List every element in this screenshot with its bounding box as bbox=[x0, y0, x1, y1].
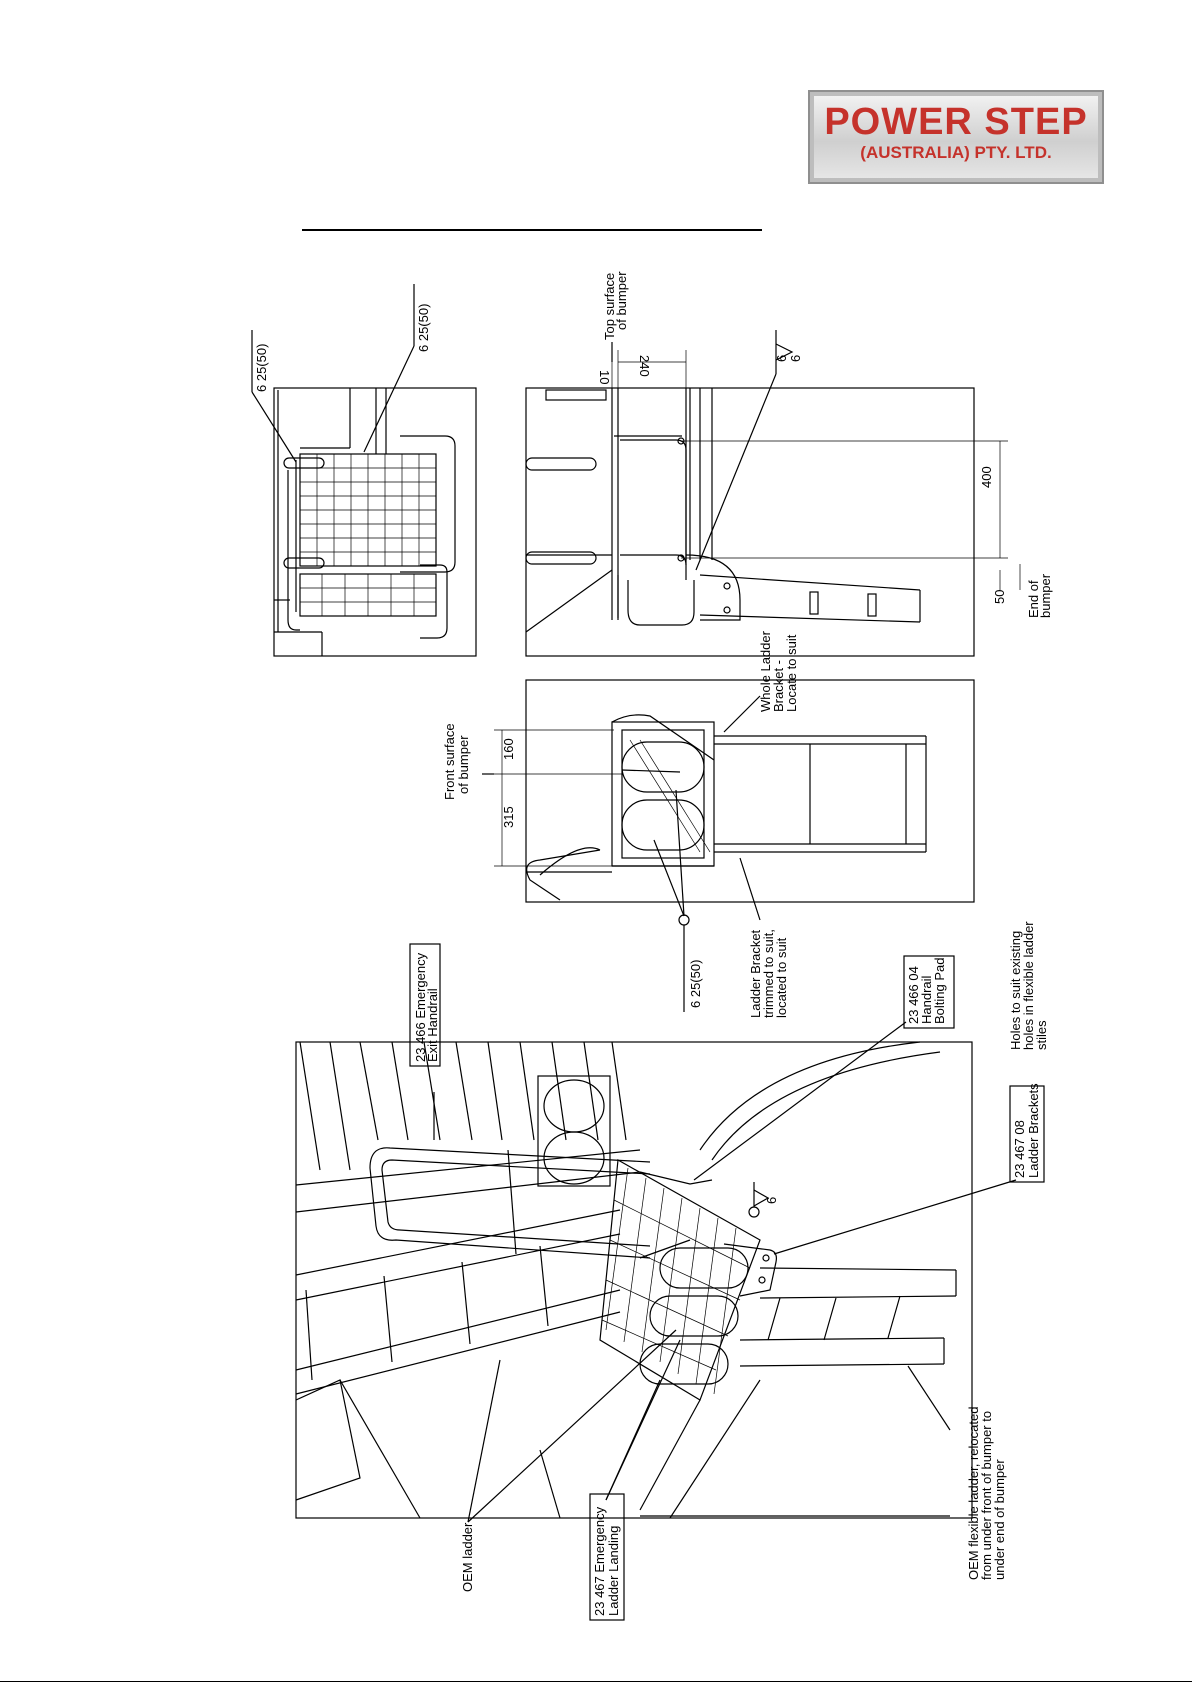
weld-label-top-b: 6 25(50) bbox=[416, 304, 431, 352]
top-surface-line-2: of bumper bbox=[614, 271, 629, 330]
front-surface-line-1: Front surface bbox=[442, 723, 457, 800]
brackets-line-1: 23 467 08 bbox=[1012, 1120, 1027, 1178]
title-underline bbox=[302, 229, 762, 231]
front-surface-note: Front surface of bumper bbox=[442, 723, 494, 800]
weld-side-label-1: 6 bbox=[774, 355, 789, 362]
top-surface-line-1: Top surface bbox=[602, 273, 617, 340]
dim-50-label: 50 bbox=[992, 590, 1007, 604]
whole-bracket-note: Whole Ladder Bracket - Locate to suit bbox=[758, 630, 799, 712]
front-surface-line-2: of bumper bbox=[456, 735, 471, 794]
dim-400-label: 400 bbox=[979, 466, 994, 488]
dimension-160: 160 bbox=[494, 730, 622, 775]
ladder-bracket-line-1: Ladder Bracket bbox=[748, 929, 763, 1018]
handrail-line-1: 23 466 Emergency bbox=[413, 952, 428, 1062]
dim-160-label: 160 bbox=[501, 738, 516, 760]
dimension-315: 315 bbox=[494, 729, 614, 867]
weld-symbol-top-b: 6 25(50) bbox=[413, 284, 431, 352]
page-bottom-rule bbox=[0, 1681, 1192, 1682]
oem-ladder-label: OEM ladder bbox=[460, 1522, 475, 1592]
side-view bbox=[525, 373, 975, 657]
bolting-pad-callout: 23 466 04 Handrail Bolting Pad bbox=[903, 955, 955, 1029]
logo-line-1: POWER STEP bbox=[824, 101, 1088, 143]
brackets-line-2: Ladder Brackets bbox=[1026, 1083, 1041, 1178]
weld-symbol-side-fillet: 6 6 bbox=[774, 330, 803, 374]
whole-bracket-line-1: Whole Ladder bbox=[758, 630, 773, 712]
whole-bracket-line-2: Bracket - bbox=[771, 660, 786, 712]
top-view bbox=[251, 345, 477, 657]
weld-iso-label: 6 bbox=[764, 1197, 779, 1204]
flexible-ladder-note: OEM flexible ladder, relocated from unde… bbox=[640, 1407, 1007, 1580]
end-bumper-line-1: End of bbox=[1026, 580, 1041, 618]
dimension-10: 10 bbox=[597, 350, 619, 388]
isometric-view: 6 bbox=[295, 1021, 1017, 1523]
weld-label-top-a: 6 25(50) bbox=[254, 344, 269, 392]
weld-symbol-top-a: 6 25(50) bbox=[251, 330, 269, 392]
flex-line-3: under end of bumper bbox=[992, 1459, 1007, 1580]
dim-240-label: 240 bbox=[637, 355, 652, 377]
pad-line-3: Bolting Pad bbox=[932, 958, 947, 1025]
landing-line-2: Ladder Landing bbox=[606, 1526, 621, 1616]
top-surface-note: Top surface of bumper bbox=[602, 271, 629, 362]
ladder-bracket-line-3: located to suit bbox=[774, 937, 789, 1018]
landing-callout: 23 467 Emergency Ladder Landing bbox=[589, 1493, 625, 1621]
end-view bbox=[525, 679, 975, 921]
weld-symbol-end-view: 6 25(50) bbox=[678, 914, 703, 1012]
ladder-bracket-line-2: trimmed to suit, bbox=[761, 929, 776, 1018]
weld-side-label-2: 6 bbox=[788, 355, 803, 362]
landing-line-1: 23 467 Emergency bbox=[592, 1506, 607, 1616]
ladder-bracket-note: Ladder Bracket trimmed to suit, located … bbox=[748, 929, 789, 1018]
holes-line-3: stiles bbox=[1034, 1020, 1049, 1050]
end-bumper-line-2: bumper bbox=[1038, 573, 1053, 618]
handrail-line-2: Exit Handrail bbox=[425, 988, 440, 1062]
weld-end-label: 6 25(50) bbox=[688, 960, 703, 1008]
dim-315-label: 315 bbox=[501, 806, 516, 828]
company-logo: POWER STEP (AUSTRALIA) PTY. LTD. bbox=[808, 90, 1104, 184]
flex-line-1: OEM flexible ladder, relocated bbox=[966, 1407, 981, 1580]
holes-note: Holes to suit existing holes in flexible… bbox=[1008, 921, 1049, 1050]
dimension-240: 240 bbox=[618, 350, 687, 388]
ladder-brackets-callout: 23 467 08 Ladder Brackets bbox=[1009, 1083, 1045, 1183]
dimension-400: 400 bbox=[681, 440, 1008, 559]
dimension-50: 50 bbox=[992, 564, 1021, 604]
whole-bracket-line-3: Locate to suit bbox=[784, 634, 799, 712]
logo-line-2: (AUSTRALIA) PTY. LTD. bbox=[860, 143, 1052, 162]
oem-ladder-text: OEM ladder bbox=[460, 1522, 475, 1592]
pad-line-2: Handrail bbox=[919, 975, 934, 1024]
handrail-callout: 23 466 Emergency Exit Handrail bbox=[409, 943, 441, 1067]
flex-line-2: from under front of bumper to bbox=[979, 1411, 994, 1580]
dim-10-label: 10 bbox=[597, 370, 612, 384]
holes-line-2: holes in flexible ladder bbox=[1021, 921, 1036, 1050]
holes-line-1: Holes to suit existing bbox=[1008, 931, 1023, 1050]
pad-line-1: 23 466 04 bbox=[906, 966, 921, 1024]
end-of-bumper-note: End of bumper bbox=[1026, 573, 1053, 618]
